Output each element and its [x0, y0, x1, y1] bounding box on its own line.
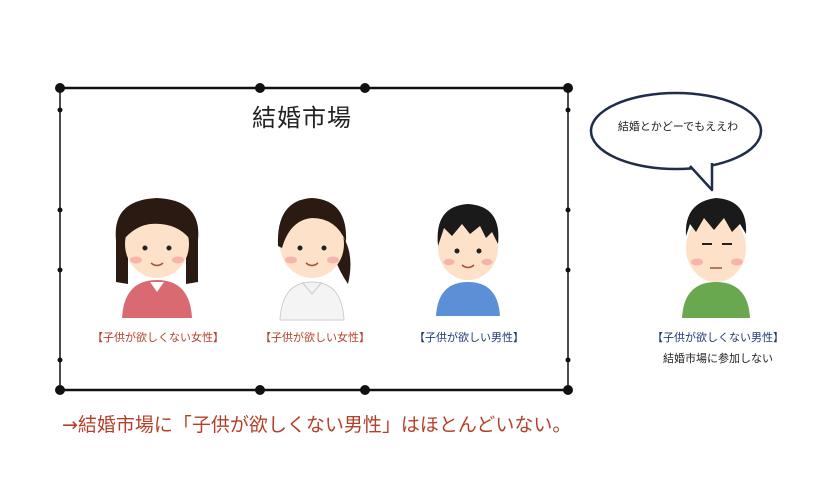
label-woman-no-children: 【子供が欲しくない女性】 — [92, 331, 224, 344]
conclusion-text: →結婚市場に「子供が欲しくない男性」はほとんどいない。 — [62, 414, 572, 436]
person-woman-wants-children — [277, 198, 351, 321]
person-man-wants-children — [436, 204, 500, 316]
label-man-wants-children: 【子供が欲しい男性】 — [414, 331, 524, 344]
box-dots — [55, 83, 573, 395]
speech-bubble — [589, 91, 763, 192]
label-woman-wants-children: 【子供が欲しい女性】 — [260, 331, 370, 344]
label-man-no-children: 【子供が欲しくない男性】 — [652, 331, 784, 344]
market-title: 結婚市場 — [252, 104, 352, 132]
person-woman-no-children — [115, 198, 199, 318]
market-box — [59, 86, 569, 392]
speech-text: 結婚とかどーでもええわ — [617, 120, 739, 133]
person-man-no-children — [682, 198, 750, 318]
label-not-participating: 結婚市場に参加しない — [663, 352, 773, 365]
